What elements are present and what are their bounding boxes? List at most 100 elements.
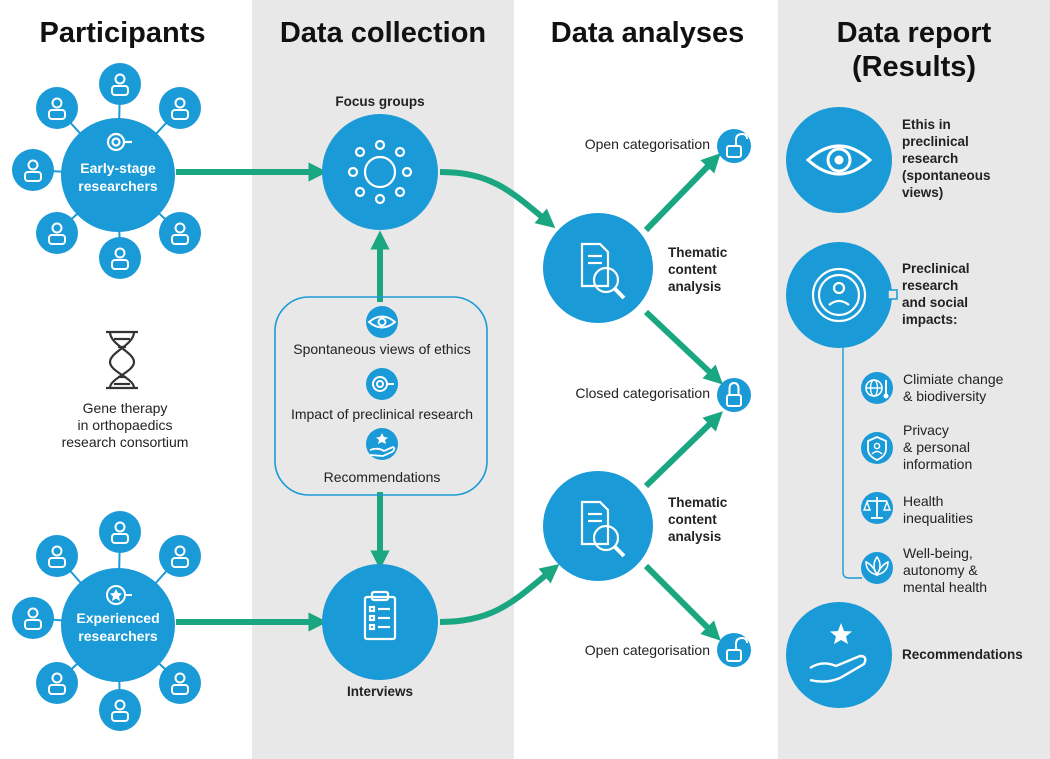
- report-wellbeing-label: Well-being, autonomy & mental health: [903, 545, 1048, 596]
- thematic-bottom-line2: content: [668, 512, 717, 527]
- topics-box: [274, 296, 488, 496]
- person-icon: [98, 62, 142, 106]
- document-search-icon: [580, 242, 626, 300]
- arrow-top-to-closed: [643, 309, 723, 385]
- open-categorisation-top: Open categorisation: [584, 136, 710, 152]
- report-privacy-line1: Privacy: [903, 422, 949, 438]
- closed-lock-icon: [717, 378, 751, 412]
- open-lock-top-icon: [717, 129, 751, 163]
- arrow-interviews-to-thematic: [439, 563, 560, 625]
- closed-categorisation: Closed categorisation: [575, 385, 710, 401]
- shield-person-icon: [861, 432, 893, 464]
- report-impacts-line1: Preclinical: [902, 261, 970, 276]
- experienced-line1: Experienced: [76, 610, 160, 626]
- person-icon: [11, 596, 55, 640]
- report-ethics-line5: views): [902, 185, 944, 200]
- report-ethics-line4: (spontaneous: [902, 168, 991, 183]
- arrow-to-open-bottom: [643, 563, 721, 641]
- consortium-line3: research consortium: [61, 434, 189, 450]
- magnifier-icon: [106, 132, 132, 152]
- report-ethics-line3: research: [902, 151, 959, 166]
- title-data-report-line1: Data report: [836, 17, 992, 49]
- title-data-report-line2: (Results): [851, 51, 977, 83]
- arrow-focus-to-thematic: [439, 169, 556, 229]
- report-impacts-line3: and social: [902, 295, 969, 310]
- early-stage-line2: researchers: [78, 178, 158, 194]
- thematic-bottom-line1: Thematic: [668, 495, 728, 510]
- report-ethics-line2: preclinical: [902, 134, 969, 149]
- report-impacts-line2: research: [902, 278, 959, 293]
- report-ethics-label: Ethis in preclinical research (spontaneo…: [902, 116, 1042, 201]
- report-ethics-node: [786, 107, 892, 213]
- thematic-top-label: Thematic content analysis: [668, 244, 768, 295]
- lotus-icon: [861, 552, 893, 584]
- title-participants: Participants: [39, 17, 206, 49]
- report-health-line1: Health: [903, 493, 944, 509]
- person-icon: [11, 148, 55, 192]
- report-recommendations-label: Recommendations: [902, 647, 1023, 662]
- thematic-top-line1: Thematic: [668, 245, 728, 260]
- thematic-bottom-label: Thematic content analysis: [668, 494, 768, 545]
- star-icon: [830, 623, 852, 644]
- experienced-label: Experienced researchers: [61, 609, 175, 645]
- person-icon: [158, 211, 202, 255]
- person-icon: [98, 510, 142, 554]
- open-categorisation-bottom: Open categorisation: [584, 642, 710, 658]
- report-wellbeing-line3: mental health: [903, 579, 988, 595]
- thematic-top-node: [543, 213, 653, 323]
- open-lock-bottom-icon: [717, 633, 751, 667]
- person-icon: [158, 86, 202, 130]
- thematic-bottom-node: [543, 471, 653, 581]
- report-recommendations-node: [786, 602, 892, 708]
- eye-icon: [367, 315, 397, 329]
- report-impacts-line4: impacts:: [902, 312, 958, 327]
- person-icon: [35, 211, 79, 255]
- person-icon: [98, 688, 142, 732]
- interviews-node: [322, 564, 438, 680]
- report-ethics-line1: Ethis in: [902, 117, 951, 132]
- consortium-line1: Gene therapy: [82, 400, 168, 416]
- title-data-analyses: Data analyses: [550, 17, 745, 49]
- arrow-bottom-to-closed: [643, 411, 723, 489]
- consortium-label: Gene therapy in orthopaedics research co…: [50, 400, 200, 451]
- report-health-label: Health inequalities: [903, 493, 1048, 527]
- report-impacts-label: Preclinical research and social impacts:: [902, 260, 1042, 328]
- report-impacts-node: [786, 242, 898, 348]
- person-icon: [35, 534, 79, 578]
- person-icon: [35, 661, 79, 705]
- person-icon: [98, 236, 142, 280]
- report-wellbeing-line1: Well-being,: [903, 545, 973, 561]
- report-climate-line2: & biodiversity: [903, 388, 987, 404]
- report-privacy-label: Privacy & personal information: [903, 422, 1048, 473]
- early-stage-label: Early-stage researchers: [61, 159, 175, 195]
- thematic-top-line3: analysis: [668, 279, 722, 294]
- dna-icon: [106, 330, 138, 390]
- person-icon: [158, 661, 202, 705]
- focus-groups-label: Focus groups: [335, 94, 425, 109]
- report-health-line2: inequalities: [903, 510, 974, 526]
- experienced-cluster: [11, 510, 202, 732]
- topic-spontaneous-views: Spontaneous views of ethics: [293, 341, 471, 357]
- topic-recommendations: Recommendations: [323, 469, 441, 485]
- consortium-line2: in orthopaedics: [77, 417, 173, 433]
- thematic-bottom-line3: analysis: [668, 529, 722, 544]
- clipboard-icon: [363, 590, 397, 641]
- thematic-top-line2: content: [668, 262, 717, 277]
- focus-groups-node: [322, 114, 438, 230]
- round-table-icon: [347, 139, 413, 205]
- scales-icon: [861, 492, 893, 524]
- eye-icon: [805, 144, 873, 176]
- person-icon: [158, 534, 202, 578]
- report-wellbeing-line2: autonomy &: [903, 562, 978, 578]
- experienced-line2: researchers: [78, 628, 158, 644]
- experienced-node: [61, 568, 175, 682]
- star-badge-icon: [106, 585, 132, 605]
- report-climate-line1: Climiate change: [903, 371, 1004, 387]
- report-climate-label: Climiate change & biodiversity: [903, 371, 1048, 405]
- report-privacy-line2: & personal: [903, 439, 970, 455]
- flow-arrows: [176, 153, 723, 641]
- title-data-report: Data report (Results): [778, 16, 1050, 84]
- target-person-icon: [811, 267, 867, 323]
